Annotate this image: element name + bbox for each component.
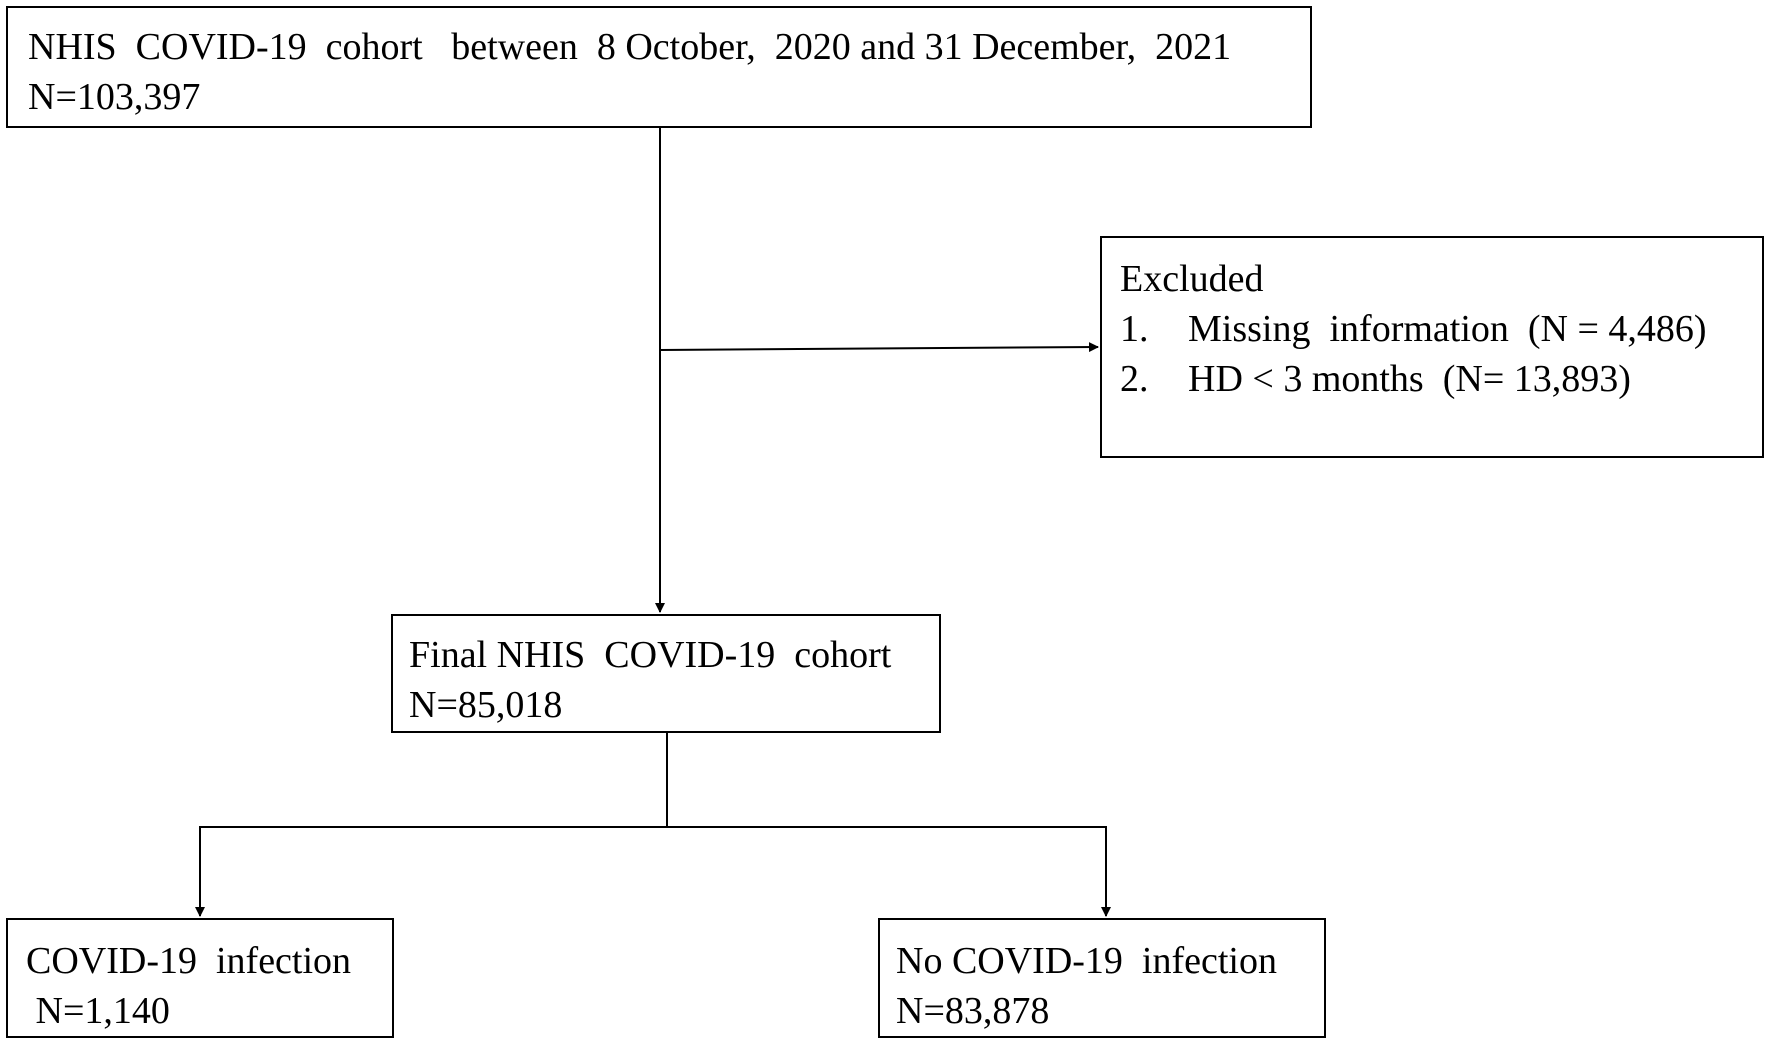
excluded-item-number: 1. [1120, 308, 1149, 350]
cohort-box: NHIS COVID-19 cohort between 8 October, … [6, 6, 1312, 128]
infection-title: COVID-19 infection [26, 940, 352, 982]
infection-box: COVID-19 infection N=1,140 [6, 918, 394, 1038]
excluded-item-text: HD < 3 months (N= 13,893) [1188, 358, 1631, 400]
cohort-title: NHIS COVID-19 cohort between 8 October, … [28, 26, 1232, 68]
no-infection-title: No COVID-19 infection [896, 940, 1277, 982]
no-infection-box: No COVID-19 infection N=83,878 [878, 918, 1326, 1038]
final-cohort-box: Final NHIS COVID-19 cohort N=85,018 [391, 614, 941, 733]
no-infection-count: N=83,878 [896, 990, 1050, 1032]
infection-count: N=1,140 [26, 990, 170, 1032]
excluded-box: Excluded 1. Missing information (N = 4,4… [1100, 236, 1764, 458]
cohort-count: N=103,397 [28, 76, 201, 118]
excluded-title: Excluded [1120, 258, 1264, 300]
arrow-to-excluded [659, 342, 1099, 353]
excluded-item-number: 2. [1120, 358, 1149, 400]
excluded-item-text: Missing information (N = 4,486) [1188, 308, 1707, 350]
excluded-item: 1. Missing information (N = 4,486) [1120, 304, 1762, 354]
final-cohort-count: N=85,018 [409, 684, 563, 726]
excluded-item: 2. HD < 3 months (N= 13,893) [1120, 354, 1762, 404]
final-cohort-title: Final NHIS COVID-19 cohort [409, 634, 892, 676]
